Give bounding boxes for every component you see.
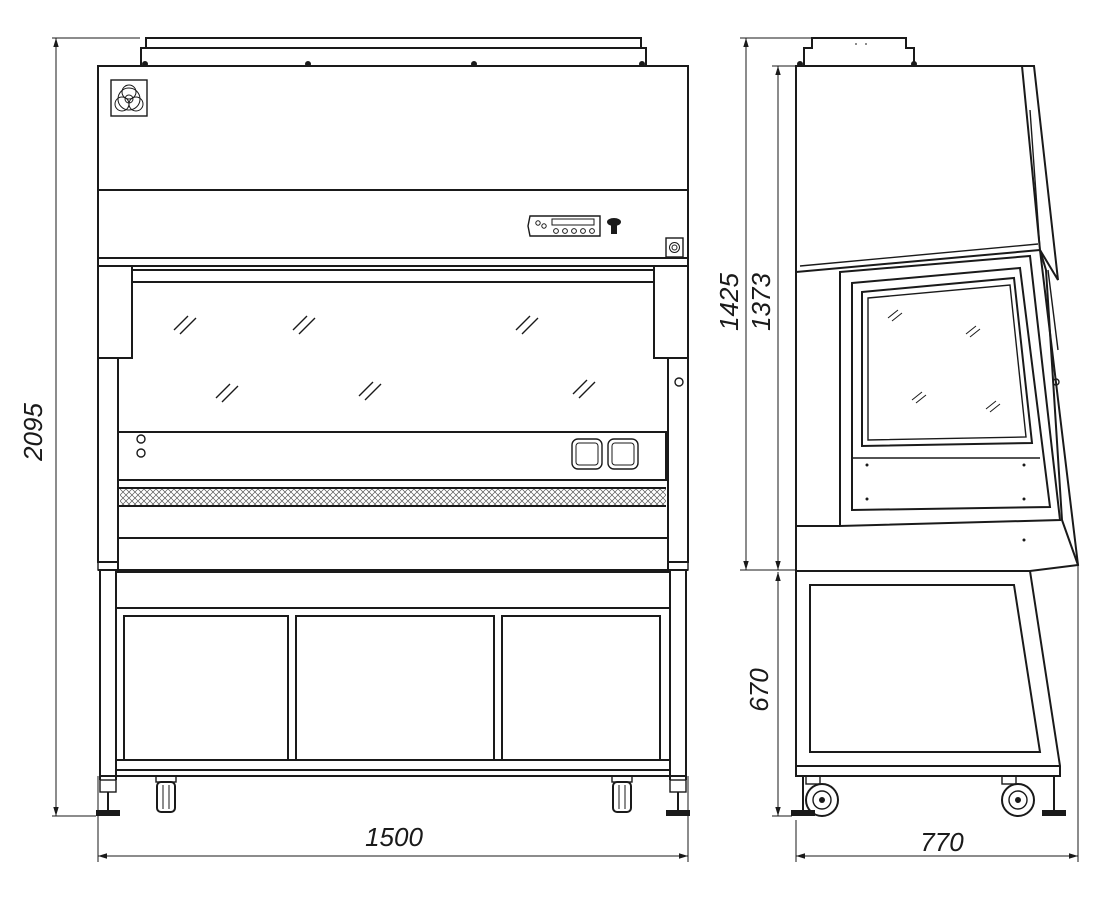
- emergency-stop-icon: [607, 218, 621, 234]
- power-socket-icon: [665, 237, 684, 258]
- dimension-lines: [52, 37, 1079, 862]
- biohazard-icon: [110, 79, 148, 117]
- side-view: [791, 37, 1080, 817]
- stand-height-label: 670: [744, 668, 774, 712]
- side-depth-label: 770: [920, 827, 964, 857]
- side-glass-reflection-marks: [887, 309, 1001, 413]
- front-view: [96, 37, 690, 816]
- inner-height-label: 1373: [746, 273, 776, 331]
- control-panel: [527, 215, 621, 237]
- glass-reflection-marks: [173, 315, 596, 403]
- side-levelling-feet: [791, 776, 1066, 816]
- levelling-feet: [96, 779, 690, 816]
- overall-height-label: 2095: [18, 403, 48, 462]
- caster-wheels: [155, 775, 633, 813]
- side-caster-wheels: [805, 775, 1035, 817]
- cabinet-height-label: 1425: [714, 273, 744, 331]
- front-width-label: 1500: [365, 822, 423, 852]
